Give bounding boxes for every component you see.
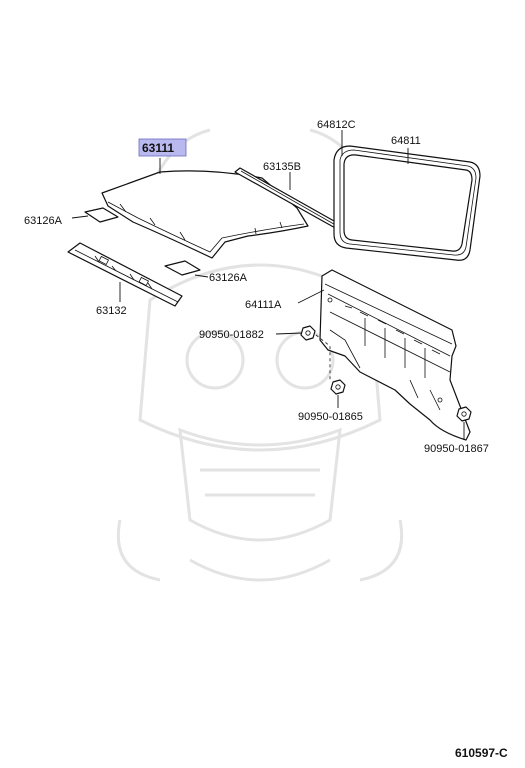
label-64811[interactable]: 64811: [391, 135, 421, 147]
figure-code: 610597-C: [455, 746, 508, 760]
selected-part-highlight: [138, 138, 187, 157]
label-90950-01865[interactable]: 90950-01865: [298, 411, 363, 423]
roof-panel: [101, 170, 309, 259]
label-90950-01882[interactable]: 90950-01882: [199, 329, 264, 341]
label-64812c[interactable]: 64812C: [317, 119, 356, 131]
label-63126a-left[interactable]: 63126A: [24, 215, 63, 227]
label-63132[interactable]: 63132: [96, 305, 127, 317]
roof-pad-right: [164, 260, 201, 276]
roof-bow: [67, 242, 183, 307]
nut-90950-01882: [300, 325, 316, 341]
label-90950-01867[interactable]: 90950-01867: [424, 443, 489, 455]
label-63111[interactable]: 63111: [142, 141, 174, 155]
leader-lines: [71, 130, 465, 440]
label-63126a-right[interactable]: 63126A: [209, 272, 248, 284]
roof-pad-left: [84, 207, 119, 223]
back-panel: [319, 269, 471, 441]
nut-90950-01867: [456, 406, 472, 422]
back-window-assembly: [333, 145, 481, 261]
label-64111a[interactable]: 64111A: [245, 299, 282, 311]
nut-90950-01865: [330, 379, 346, 395]
label-63135b[interactable]: 63135B: [263, 161, 301, 173]
